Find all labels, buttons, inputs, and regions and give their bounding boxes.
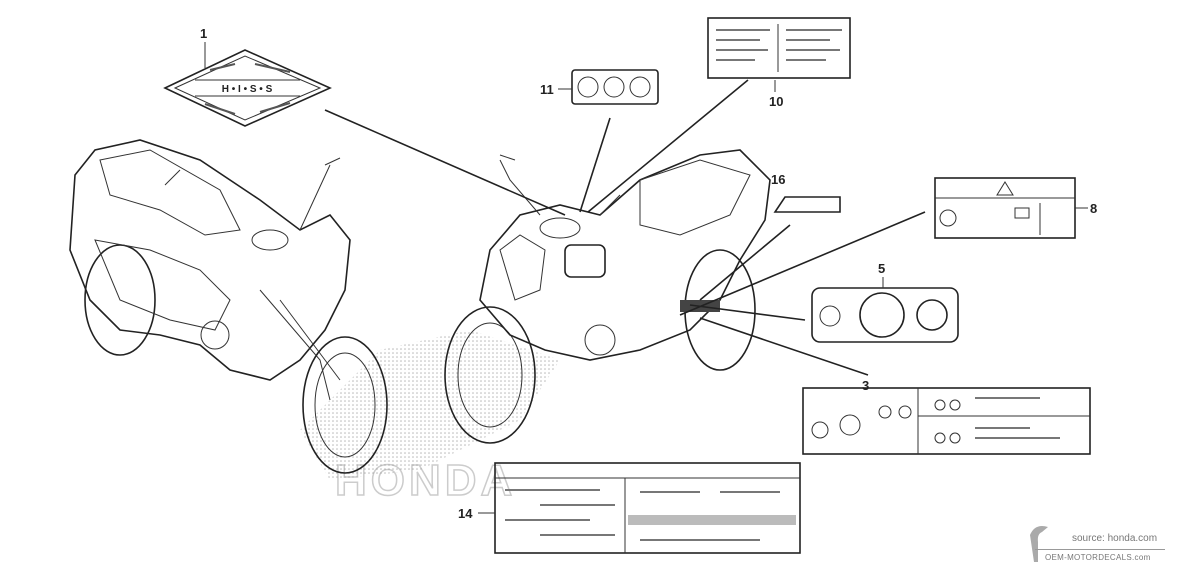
watermark-divider [1035,549,1165,550]
emblem-text: H • I • S • S [222,84,273,95]
part-1-emblem: H • I • S • S [163,49,332,127]
callout-11: 11 [540,82,554,97]
part-14-info-label [494,462,801,554]
callout-1: 1 [200,26,207,41]
part-16-strip [773,196,841,213]
motorcycle-right [444,149,771,444]
callout-14: 14 [458,506,473,521]
watermark-source: source: honda.com [1072,533,1158,544]
part-8-warning-label [934,177,1076,239]
callout-10: 10 [769,94,783,109]
callout-3: 3 [862,378,869,393]
part-3-info-label [802,387,1091,455]
part-5-gauge-label [811,287,959,343]
part-10-info-label [707,17,851,79]
part-11-icon-label [571,69,659,105]
watermark-logo-icon [1030,526,1048,562]
motorcycle-left [69,139,388,474]
shadow-area [300,330,560,480]
watermark-site: OEM-MOTORDECALS.com [1045,553,1151,562]
callout-16: 16 [771,172,785,187]
callout-5: 5 [878,261,885,276]
callout-8: 8 [1090,201,1097,216]
